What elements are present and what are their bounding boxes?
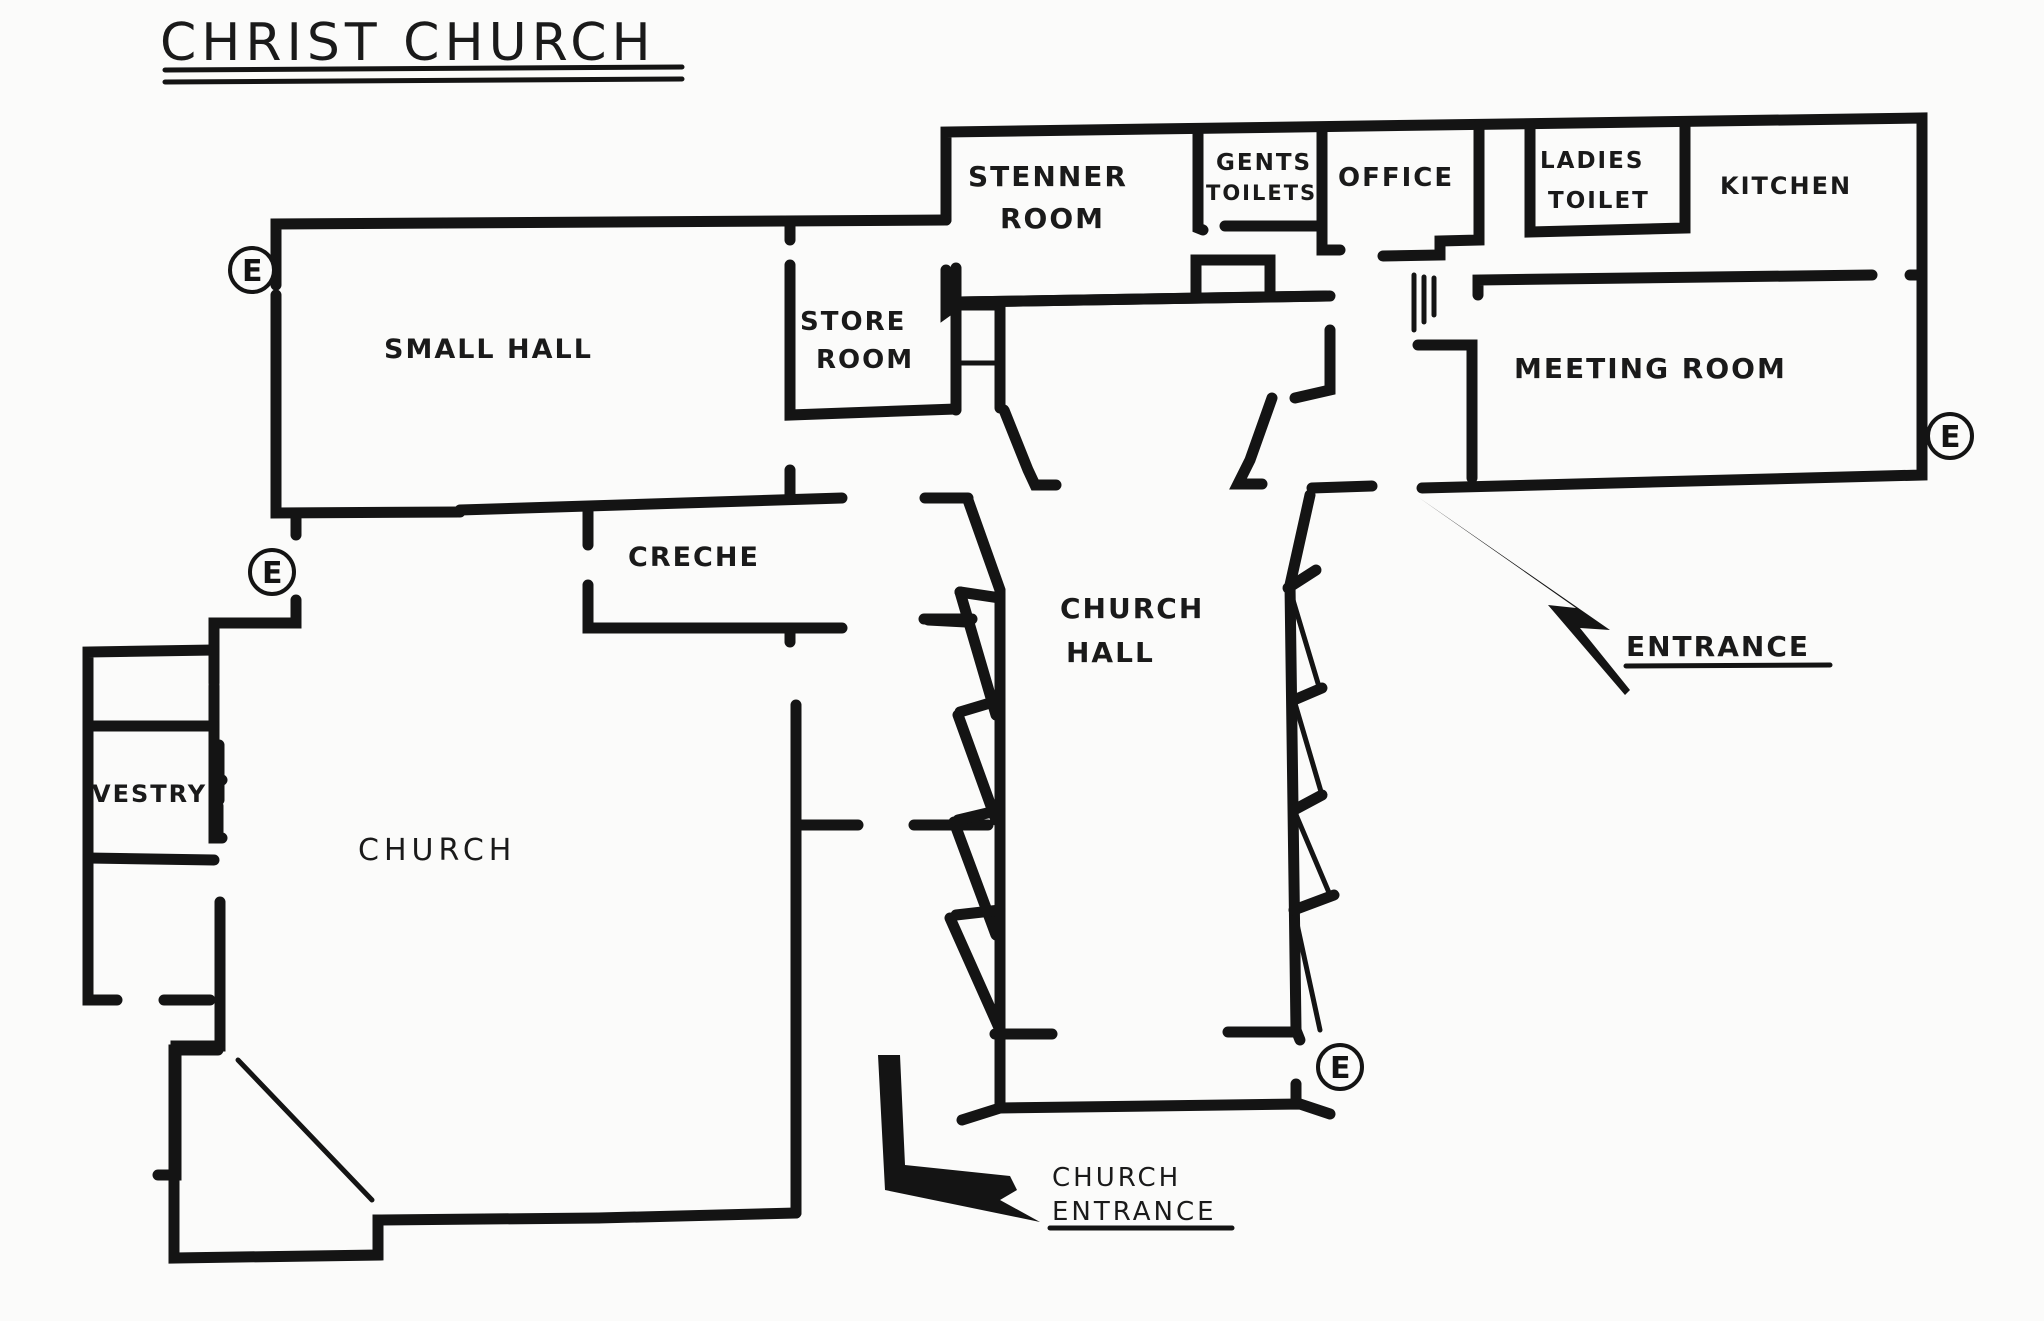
ladies-toilet-label-2: TOILET [1548, 188, 1650, 214]
church-hall-label-1: CHURCH [1060, 592, 1204, 625]
church-label: CHURCH [358, 833, 516, 868]
exit-marker-small-hall: E [228, 246, 276, 294]
stenner-room-label-2: ROOM [1000, 202, 1105, 235]
church-entrance-label-2: ENTRANCE [1052, 1197, 1217, 1227]
title-underline-2 [162, 76, 685, 85]
church-entrance-label-1: CHURCH [1052, 1163, 1181, 1193]
vestry-label: VESTRY [92, 780, 207, 808]
gents-toilets-label-2: TOILETS [1206, 181, 1317, 205]
church-entrance-arrow [878, 1055, 1040, 1222]
kitchen-label: KITCHEN [1720, 172, 1852, 200]
small-hall-label: SMALL HALL [384, 334, 593, 365]
title-underline-1 [162, 64, 685, 73]
main-entrance-label: ENTRANCE [1626, 630, 1810, 663]
exit-marker-meeting-room: E [1926, 412, 1974, 460]
svg-text:E: E [1330, 1051, 1351, 1086]
title-text: CHRIST CHURCH [160, 13, 656, 73]
creche-label: CRECHE [628, 542, 760, 573]
store-room-label-1: STORE [800, 307, 906, 337]
exit-marker-church-hall: E [1316, 1043, 1364, 1091]
stenner-room-label-1: STENNER [968, 160, 1128, 193]
church-hall-label-2: HALL [1066, 636, 1155, 669]
svg-text:E: E [1940, 420, 1961, 455]
ladies-toilet-label-1: LADIES [1540, 148, 1644, 174]
office-label: OFFICE [1338, 163, 1454, 193]
exit-marker-church: E [248, 548, 296, 596]
store-room-label-2: ROOM [816, 345, 914, 375]
church-walls [82, 512, 994, 1264]
small-hall-walls [270, 214, 1062, 519]
main-entrance-underline [1623, 662, 1833, 669]
gents-toilets-label-1: GENTS [1216, 150, 1312, 176]
meeting-room-label: MEETING ROOM [1514, 352, 1787, 385]
svg-text:E: E [242, 254, 263, 289]
church-hall-walls [922, 489, 1340, 1126]
main-entrance-arrow [1418, 497, 1630, 695]
svg-text:E: E [262, 556, 283, 591]
entrance-labels: ENTRANCE CHURCH ENTRANCE [1047, 630, 1833, 1231]
room-labels: STENNER ROOM GENTS TOILETS OFFICE LADIES… [92, 148, 1852, 868]
plan-title: CHRIST CHURCH [160, 13, 685, 85]
